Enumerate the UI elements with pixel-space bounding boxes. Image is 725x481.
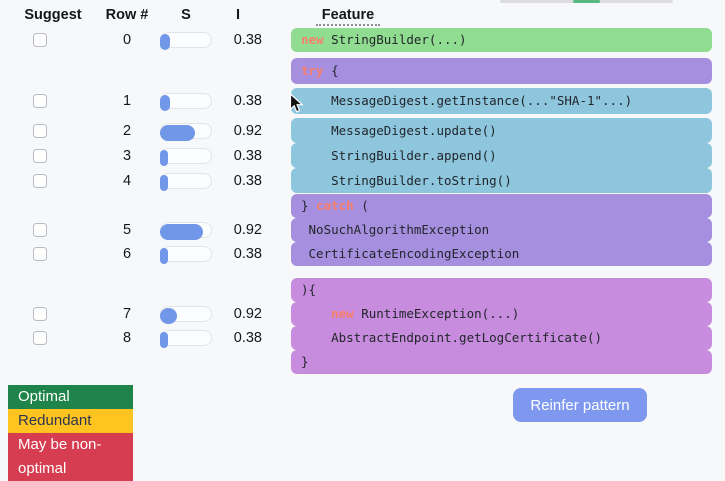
feature-block-getinstance: MessageDigest.getInstance(..."SHA-1"...): [291, 88, 712, 114]
feature-code-line[interactable]: try {: [291, 58, 712, 84]
feature-block-try-open: try {: [291, 58, 712, 84]
s-bar-fill: [160, 224, 203, 240]
i-score-value: 0.92: [233, 222, 262, 238]
feature-code-line[interactable]: StringBuilder.toString(): [291, 168, 712, 193]
s-score-bar: [160, 330, 212, 348]
feature-code-line[interactable]: MessageDigest.update(): [291, 118, 712, 143]
s-bar-fill: [160, 308, 177, 324]
s-score-bar: [160, 148, 212, 166]
code-text: StringBuilder.append(): [301, 148, 497, 163]
s-score-bar: [160, 246, 212, 264]
feature-block-catch-body: ){ new RuntimeException(...) AbstractEnd…: [291, 278, 712, 374]
header-i: I: [235, 7, 241, 23]
s-bar-fill: [160, 125, 195, 141]
row-number: 8: [122, 330, 132, 346]
legend-item-1: Redundant: [8, 409, 133, 433]
suggest-checkbox-row-6[interactable]: [33, 247, 47, 261]
header-feature: Feature: [316, 6, 380, 26]
s-score-bar: [160, 173, 212, 191]
s-score-bar: [160, 93, 212, 111]
code-text: {: [323, 63, 339, 78]
code-text: MessageDigest.update(): [301, 123, 497, 138]
i-score-value: 0.38: [233, 330, 262, 346]
s-score-bar: [160, 222, 212, 240]
feature-block-digest-calls: MessageDigest.update() StringBuilder.app…: [291, 118, 712, 193]
i-score-value: 0.92: [233, 123, 262, 139]
row-number: 2: [122, 123, 132, 139]
s-bar-fill: [160, 248, 168, 264]
code-text: }: [301, 198, 317, 213]
s-bar-fill: [160, 150, 168, 166]
code-text: StringBuilder.toString(): [301, 173, 512, 188]
s-bar-fill: [160, 95, 170, 111]
legend-item-2: May be non-optimal: [8, 433, 133, 481]
code-text: AbstractEndpoint.getLogCertificate(): [301, 330, 603, 345]
reinfer-pattern-button[interactable]: Reinfer pattern: [513, 388, 647, 422]
row-number: 6: [122, 246, 132, 262]
code-text: [301, 306, 331, 321]
suggest-checkbox-row-1[interactable]: [33, 94, 47, 108]
feature-block-catch-exceptions: } catch ( NoSuchAlgorithmException Certi…: [291, 194, 712, 266]
code-text: StringBuilder(...): [323, 32, 467, 47]
code-text: MessageDigest.getInstance(..."SHA-1"...): [301, 93, 633, 108]
i-score-value: 0.92: [233, 306, 262, 322]
top-scrollbar-thumb[interactable]: [573, 0, 600, 3]
code-text: RuntimeException(...): [353, 306, 520, 321]
feature-code-line[interactable]: CertificateEncodingException: [291, 242, 712, 266]
feature-code-line[interactable]: }: [291, 350, 712, 374]
row-number: 3: [122, 148, 132, 164]
feature-code-line[interactable]: } catch (: [291, 194, 712, 218]
suggest-checkbox-row-7[interactable]: [33, 307, 47, 321]
s-score-bar: [160, 306, 212, 324]
header-row: Row #: [105, 7, 149, 23]
i-score-value: 0.38: [233, 148, 262, 164]
code-keyword: new: [301, 32, 324, 47]
i-score-value: 0.38: [233, 93, 262, 109]
header-suggest: Suggest: [24, 7, 82, 23]
feature-code-line[interactable]: new RuntimeException(...): [291, 302, 712, 326]
code-keyword: new: [331, 306, 354, 321]
code-text: ){: [301, 282, 317, 297]
row-number: 0: [122, 32, 132, 48]
code-text: (: [353, 198, 369, 213]
s-bar-fill: [160, 34, 170, 50]
code-keyword: try: [301, 63, 324, 78]
s-bar-fill: [160, 175, 168, 191]
suggest-checkbox-row-4[interactable]: [33, 174, 47, 188]
legend-item-0: Optimal: [8, 385, 133, 409]
row-number: 5: [122, 222, 132, 238]
suggest-checkbox-row-2[interactable]: [33, 124, 47, 138]
row-number: 7: [122, 306, 132, 322]
code-text: CertificateEncodingException: [301, 246, 520, 261]
feature-block-new-stringbuilder: new StringBuilder(...): [291, 28, 712, 52]
code-text: NoSuchAlgorithmException: [301, 222, 490, 237]
feature-code-line[interactable]: new StringBuilder(...): [291, 28, 712, 52]
s-bar-fill: [160, 332, 168, 348]
code-text: }: [301, 354, 309, 369]
suggest-checkbox-row-3[interactable]: [33, 149, 47, 163]
top-scrollbar[interactable]: [500, 0, 673, 3]
i-score-value: 0.38: [233, 32, 262, 48]
header-s: S: [181, 7, 191, 23]
suggest-checkbox-row-0[interactable]: [33, 33, 47, 47]
i-score-value: 0.38: [233, 173, 262, 189]
feature-code-line[interactable]: AbstractEndpoint.getLogCertificate(): [291, 326, 712, 350]
suggest-checkbox-row-5[interactable]: [33, 223, 47, 237]
code-keyword: catch: [316, 198, 354, 213]
feature-code-line[interactable]: NoSuchAlgorithmException: [291, 218, 712, 242]
suggest-checkbox-row-8[interactable]: [33, 331, 47, 345]
s-score-bar: [160, 32, 212, 50]
row-number: 1: [122, 93, 132, 109]
i-score-value: 0.38: [233, 246, 262, 262]
s-score-bar: [160, 123, 212, 141]
feature-code-line[interactable]: StringBuilder.append(): [291, 143, 712, 168]
feature-code-line[interactable]: MessageDigest.getInstance(..."SHA-1"...): [291, 88, 712, 114]
feature-code-line[interactable]: ){: [291, 278, 712, 302]
row-number: 4: [122, 173, 132, 189]
